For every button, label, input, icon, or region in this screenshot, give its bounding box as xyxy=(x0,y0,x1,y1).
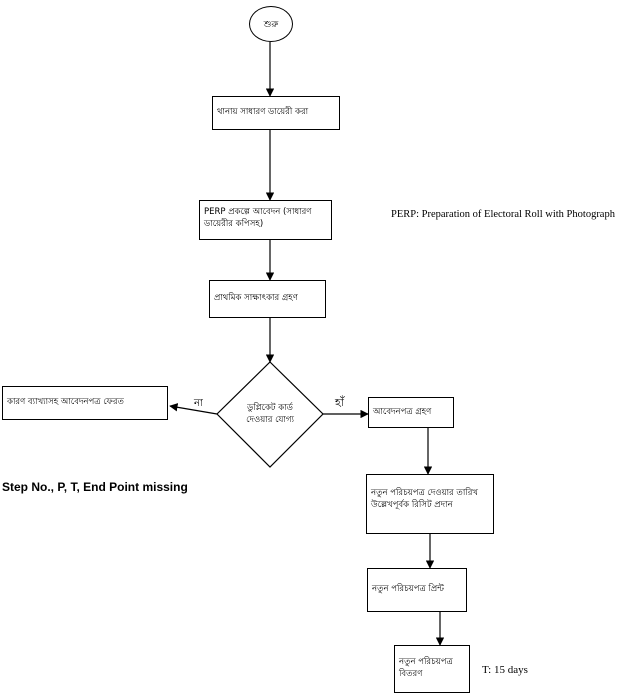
decision-diamond xyxy=(216,361,324,468)
step-distribute-card: নতুন পরিচয়পত্র বিতরণ xyxy=(394,645,470,693)
perp-note: PERP: Preparation of Electoral Roll with… xyxy=(391,209,615,220)
step-initial-interview-label: প্রাথমিক সাক্ষাৎকার গ্রহণ xyxy=(214,293,298,303)
connector-decision-no xyxy=(169,403,218,415)
step-distribute-card-label: নতুন পরিচয়পত্র বিতরণ xyxy=(399,657,453,679)
no-branch-label: না xyxy=(194,398,203,409)
step-issue-receipt-label: নতুন পরিচয়পত্র দেওয়ার তারিখ উল্লেখপূর্… xyxy=(371,488,478,510)
step-accept-application-label: আবেদনপত্র গ্রহণ xyxy=(373,407,432,417)
start-node: শুরু xyxy=(249,6,293,42)
step-issue-receipt: নতুন পরিচয়পত্র দেওয়ার তারিখ উল্লেখপূর্… xyxy=(366,474,494,534)
step-general-diary: থানায় সাধারণ ডায়েরী করা xyxy=(212,96,340,130)
step-general-diary-label: থানায় সাধারণ ডায়েরী করা xyxy=(217,107,309,117)
step-initial-interview: প্রাথমিক সাক্ষাৎকার গ্রহণ xyxy=(209,280,326,318)
step-print-card-label: নতুন পরিচয়পত্র প্রিন্ট xyxy=(372,584,444,594)
step-print-card: নতুন পরিচয়পত্র প্রিন্ট xyxy=(367,568,467,612)
yes-branch-label: হাঁ xyxy=(335,396,344,409)
decision-label: ডুপ্লিকেট কার্ড দেওয়ার যোগ্য xyxy=(246,403,294,425)
step-return-application: কারণ ব্যাখ্যাসহ আবেদনপত্র ফেরত xyxy=(2,386,168,420)
start-label: শুরু xyxy=(263,19,279,30)
step-perp-application: PERP প্রকল্পে আবেদন (সাধারণ ডায়েরীর কপি… xyxy=(199,200,332,240)
step-accept-application: আবেদনপত্র গ্রহণ xyxy=(368,397,454,428)
missing-note: Step No., P, T, End Point missing xyxy=(2,480,188,494)
time-note: T: 15 days xyxy=(482,664,528,676)
step-perp-application-label: PERP প্রকল্পে আবেদন (সাধারণ ডায়েরীর কপি… xyxy=(204,207,312,229)
step-return-application-label: কারণ ব্যাখ্যাসহ আবেদনপত্র ফেরত xyxy=(7,397,124,407)
